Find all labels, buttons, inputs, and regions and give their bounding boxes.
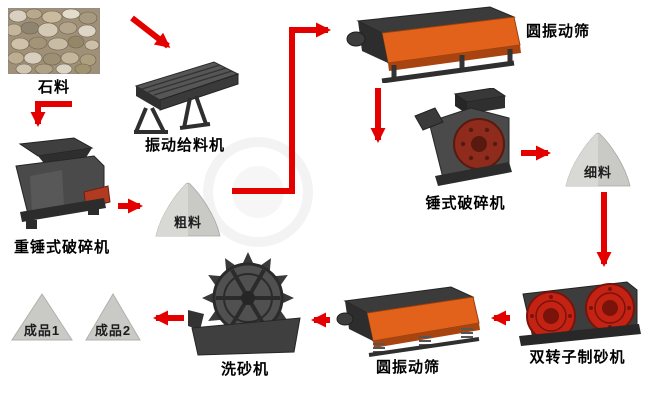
heavy-hammer-crusher-illustration [4,136,116,236]
circular-screen-top-label: 圆振动筛 [526,23,591,40]
sand-washer-label: 洗砂机 [220,361,269,378]
circular-screen-top-illustration [342,5,522,83]
stone-label: 石料 [37,79,70,96]
sand-washer-illustration [188,252,303,357]
product-2-pile: 成品2 [84,292,142,342]
hammer-crusher-label: 锤式破碎机 [425,195,506,212]
heavy-hammer-crusher-label: 重锤式破碎机 [13,239,110,256]
vibrating-feeder-label: 振动给料机 [144,137,225,154]
product-2-label: 成品2 [94,323,132,338]
arrow-stone-to-feeder [130,15,171,49]
product-1-label: 成品1 [23,323,61,338]
hammer-crusher-illustration [413,88,518,190]
coarse-material-pile: 粗料 [153,178,223,238]
fine-material-label: 细料 [583,164,612,180]
sand-maker-label: 双转子制砂机 [529,349,626,366]
sand-maker-illustration [513,276,643,346]
coarse-material-label: 粗料 [173,214,202,230]
product-1-pile: 成品1 [10,292,74,342]
arrow-coarse-to-screen-top [232,22,331,194]
circular-screen-bottom-illustration [333,283,483,357]
arrow-stone-to-heavy-crusher [30,101,72,127]
fine-material-pile: 细料 [563,128,633,188]
stone-photo [8,8,100,74]
vibrating-feeder-illustration [126,58,244,136]
circular-screen-bottom-label: 圆振动筛 [375,359,440,376]
